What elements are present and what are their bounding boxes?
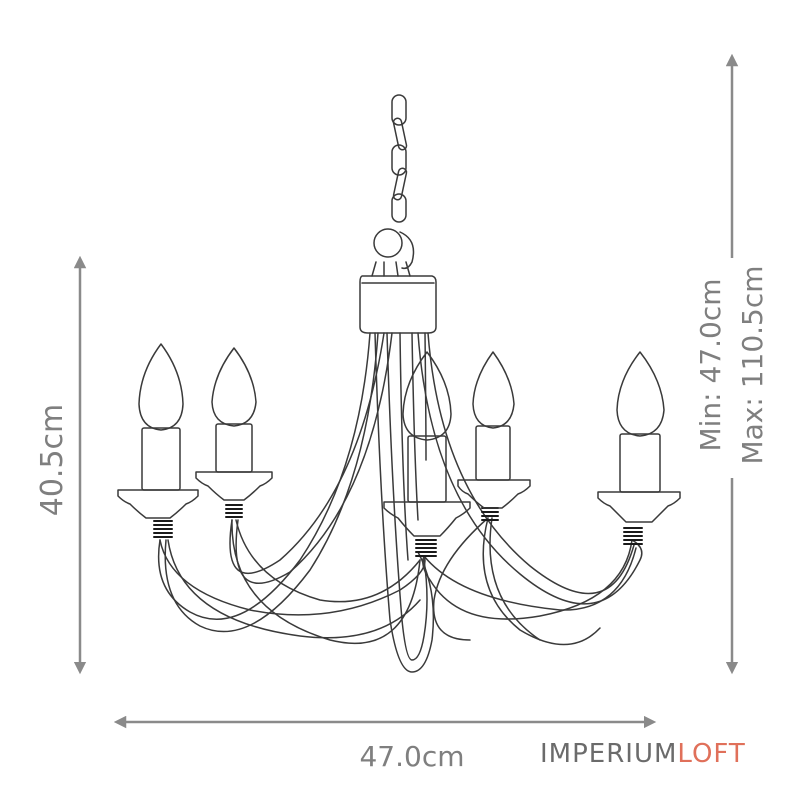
height-label: 40.5cm — [35, 404, 70, 517]
width-label: 47.0cm — [359, 740, 464, 773]
drop-min-label: Min: 47.0cm — [694, 278, 727, 451]
arms — [157, 332, 643, 673]
brand-logo: IMPERIUMLOFT — [540, 739, 746, 769]
brand-logo-part1: IMPERIUM — [540, 739, 677, 769]
drip-pans — [117, 471, 681, 537]
chandelier-drawing — [117, 94, 681, 673]
chain — [391, 94, 408, 223]
dimension-lines — [73, 53, 739, 729]
hook-loop — [371, 228, 415, 277]
bulbs — [138, 343, 665, 441]
canopy — [359, 275, 437, 334]
drop-max-label: Max: 110.5cm — [736, 265, 769, 464]
brand-logo-part2: LOFT — [677, 739, 745, 769]
candle-sleeves — [141, 423, 661, 503]
spiral-connectors — [153, 504, 643, 557]
